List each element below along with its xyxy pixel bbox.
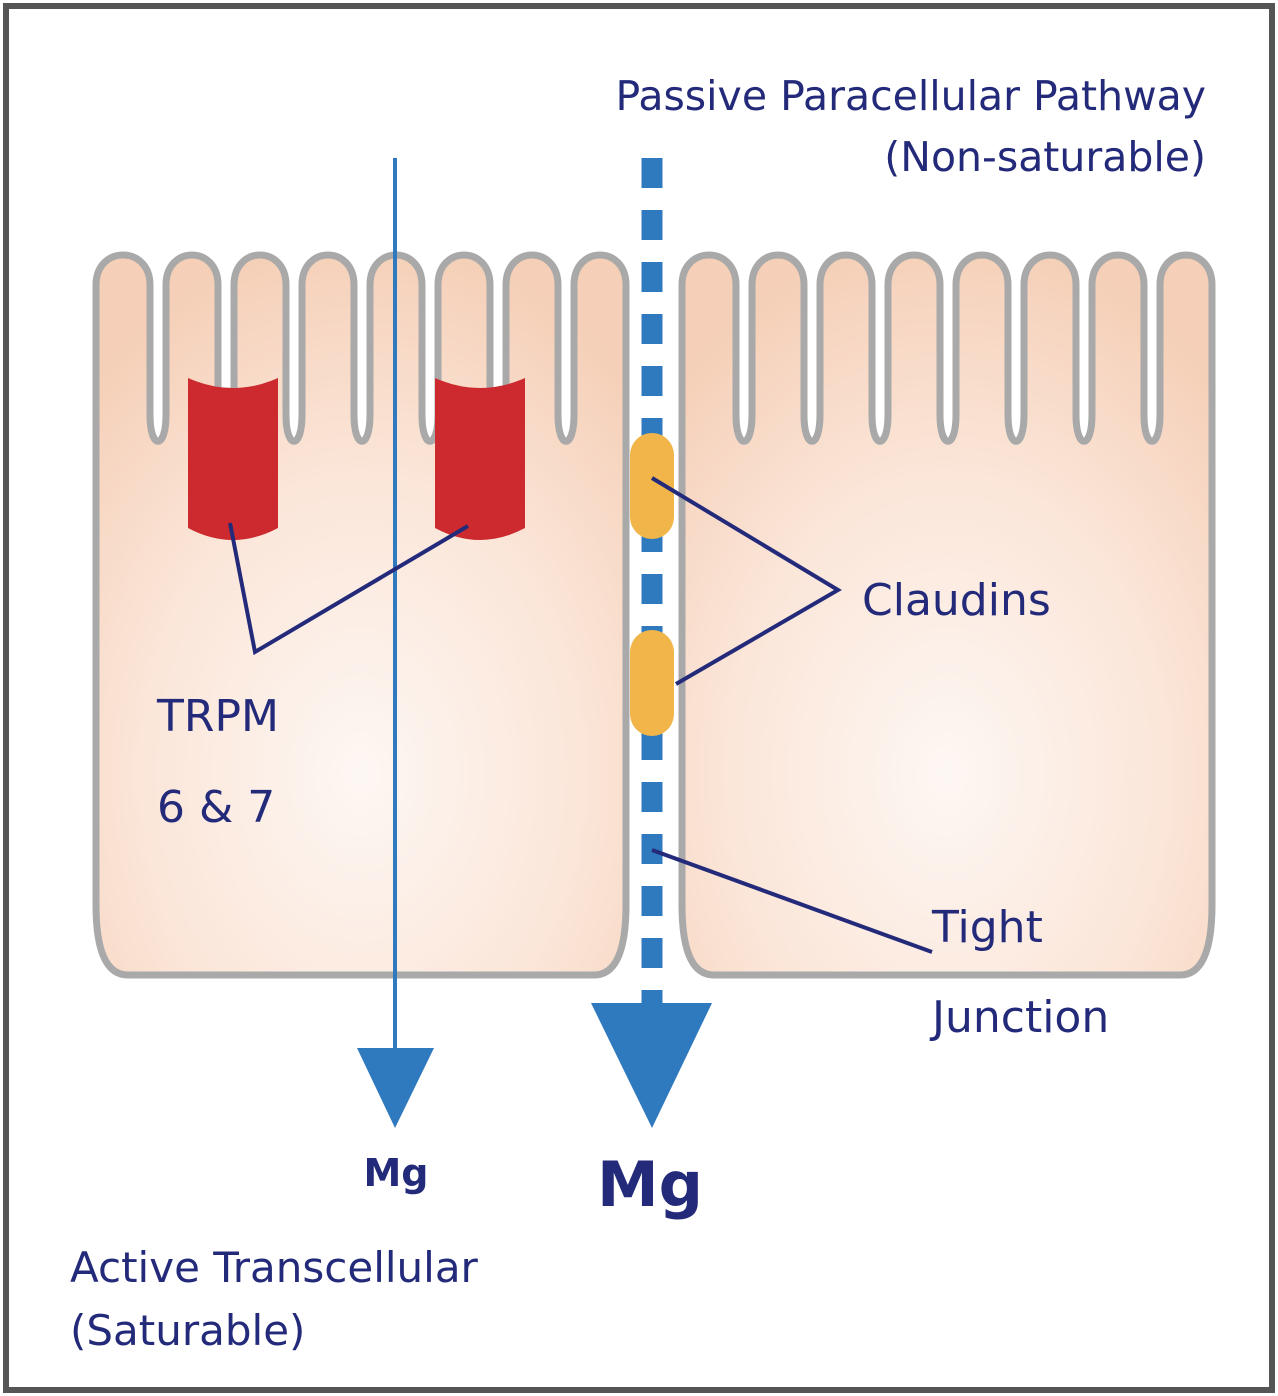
trpm-leader-line: [228, 522, 470, 656]
left-epithelial-cell: [92, 251, 630, 979]
tight-junction-leader-line: [651, 848, 933, 954]
passive-pathway-subtitle: (Non-saturable): [884, 133, 1206, 181]
claudins-leader-line: [650, 476, 842, 686]
claudin-upper: [630, 433, 674, 539]
active-pathway-subtitle: (Saturable): [70, 1306, 305, 1355]
claudins-label: Claudins: [862, 575, 1051, 626]
tight-junction-label-line2: Junction: [929, 992, 1109, 1043]
trpm-channel-right: [435, 378, 525, 540]
mg-passive-label: Mg: [597, 1148, 703, 1221]
trpm-label-line1: TRPM: [156, 691, 279, 742]
trpm-channel-left: [188, 378, 278, 540]
right-epithelial-cell: [678, 251, 1216, 979]
active-pathway-title: Active Transcellular: [70, 1243, 479, 1292]
active-pathway-arrowhead: [357, 1048, 434, 1128]
tight-junction-label-line1: Tight: [931, 902, 1043, 953]
passive-pathway-title: Passive Paracellular Pathway: [615, 72, 1206, 120]
trpm-label-line2: 6 & 7: [157, 782, 275, 833]
claudin-lower: [630, 630, 674, 736]
mg-active-label: Mg: [363, 1151, 428, 1195]
passive-pathway-arrowhead: [591, 1003, 712, 1128]
